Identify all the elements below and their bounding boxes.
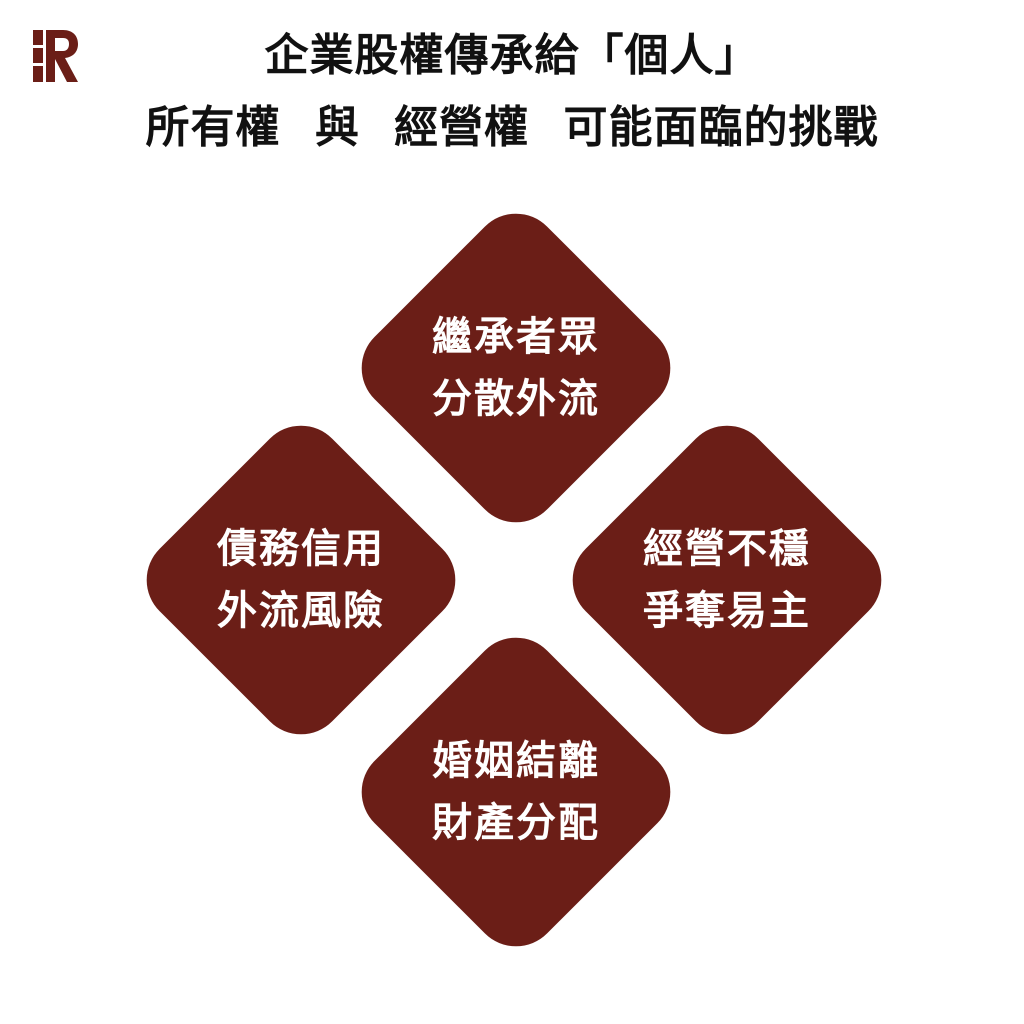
challenge-left-line1: 債務信用	[217, 526, 385, 572]
challenge-left-label: 債務信用 外流風險	[181, 518, 421, 642]
challenge-right-line2: 爭奪易主	[643, 588, 811, 634]
challenge-right-line1: 經營不穩	[643, 526, 811, 572]
challenge-left-line2: 外流風險	[217, 588, 385, 634]
page-title-line2: 所有權 與 經營權 可能面臨的挑戰	[145, 102, 879, 153]
r-letter-logo	[33, 30, 79, 82]
challenge-top-line1: 繼承者眾	[432, 314, 600, 360]
challenge-top-label: 繼承者眾 分散外流	[396, 306, 636, 430]
challenge-bottom-line1: 婚姻結離	[432, 738, 600, 784]
challenge-top-line2: 分散外流	[432, 376, 600, 422]
challenge-right-label: 經營不穩 爭奪易主	[607, 518, 847, 642]
challenge-bottom-line2: 財產分配	[432, 800, 600, 846]
page-title-line1: 企業股權傳承給「個人」	[264, 30, 760, 81]
challenge-bottom-label: 婚姻結離 財產分配	[396, 730, 636, 854]
